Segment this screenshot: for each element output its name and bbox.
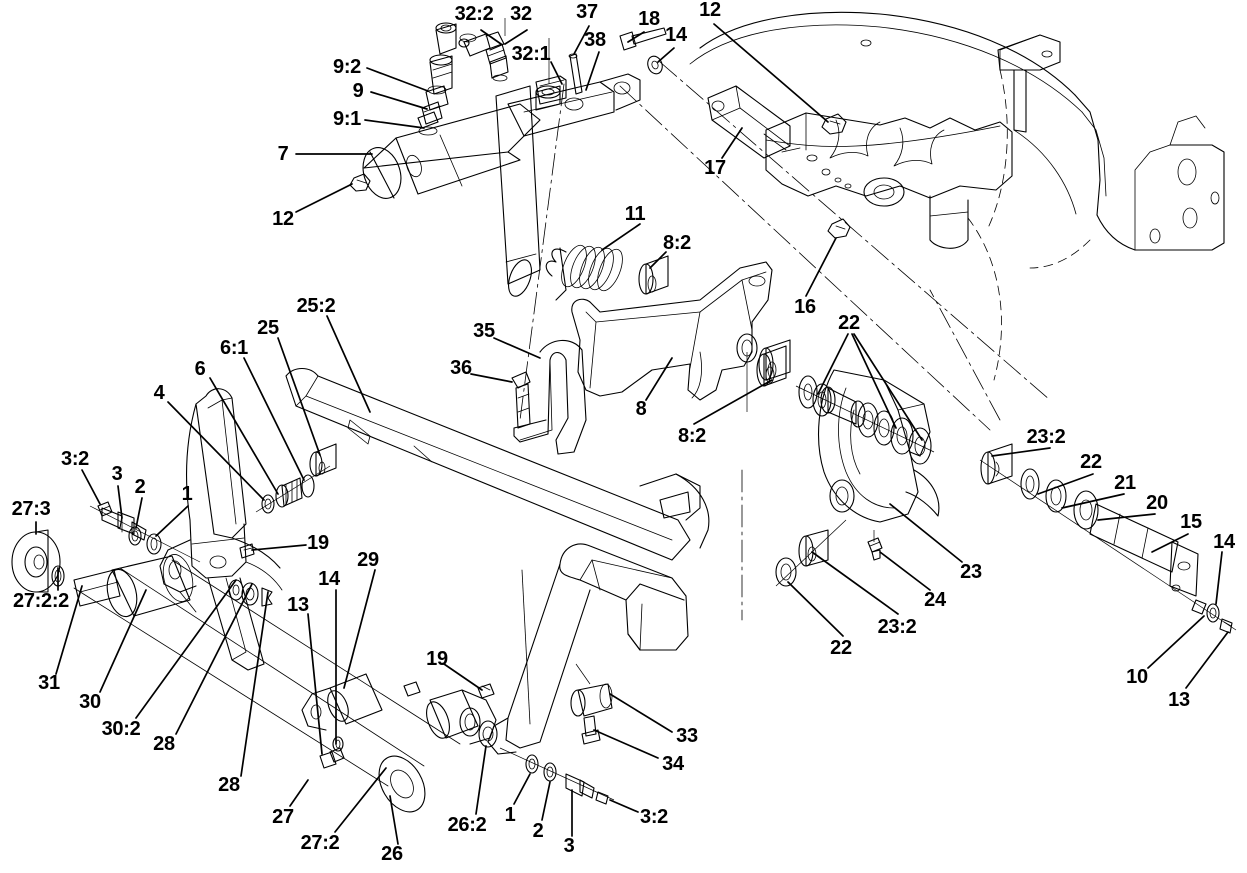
callout-27: 27 bbox=[272, 806, 294, 828]
callout-4: 4 bbox=[153, 382, 165, 404]
callout-30-2: 30:2 bbox=[101, 718, 141, 740]
callout-27-2-2: 27:2:2 bbox=[12, 590, 70, 612]
callout-8: 8 bbox=[635, 398, 647, 420]
callout-25-2: 25:2 bbox=[296, 295, 336, 317]
callout-10: 10 bbox=[1126, 666, 1148, 688]
callout-22: 22 bbox=[830, 637, 852, 659]
callout-11: 11 bbox=[624, 203, 646, 225]
callout-29: 29 bbox=[357, 549, 379, 571]
callout-12: 12 bbox=[272, 208, 294, 230]
leader-lines bbox=[35, 23, 1229, 845]
callout-1: 1 bbox=[504, 804, 516, 826]
callout-12: 12 bbox=[699, 0, 721, 21]
callout-28: 28 bbox=[153, 733, 175, 755]
callout-21: 21 bbox=[1114, 472, 1136, 494]
callout-38: 38 bbox=[584, 29, 606, 51]
callout-3: 3 bbox=[563, 835, 575, 857]
callout-20: 20 bbox=[1146, 492, 1168, 514]
spring-and-lever-group bbox=[495, 85, 787, 455]
callout-7: 7 bbox=[277, 143, 289, 165]
callout-23-2: 23:2 bbox=[877, 616, 917, 638]
main-lift-arm-group bbox=[159, 367, 710, 755]
callout-23-2: 23:2 bbox=[1026, 426, 1066, 448]
callout-14: 14 bbox=[665, 24, 687, 46]
callout-19: 19 bbox=[426, 648, 448, 670]
callout-15: 15 bbox=[1180, 511, 1202, 533]
callout-13: 13 bbox=[287, 594, 309, 616]
callout-36: 36 bbox=[450, 357, 472, 379]
callout-16: 16 bbox=[794, 296, 816, 318]
callout-13: 13 bbox=[1168, 689, 1190, 711]
callout-14: 14 bbox=[318, 568, 340, 590]
callout-1: 1 bbox=[181, 483, 193, 505]
callout-32: 32 bbox=[510, 3, 532, 25]
callout-14: 14 bbox=[1213, 531, 1235, 553]
callout-27-3: 27:3 bbox=[11, 498, 51, 520]
callout-22: 22 bbox=[1080, 451, 1102, 473]
left-hydraulic-cylinder-group bbox=[349, 18, 1051, 431]
callout-27-2: 27:2 bbox=[300, 832, 340, 854]
callout-9-1: 9:1 bbox=[332, 108, 362, 130]
callout-3: 3 bbox=[111, 463, 123, 485]
callout-32-1: 32:1 bbox=[511, 43, 551, 65]
callout-22: 22 bbox=[838, 312, 860, 334]
callout-9-2: 9:2 bbox=[332, 56, 362, 78]
hardware-left-stack bbox=[11, 443, 615, 813]
callout-8-2: 8:2 bbox=[677, 425, 707, 447]
callout-30: 30 bbox=[79, 691, 101, 713]
callout-37: 37 bbox=[576, 1, 598, 23]
callout-6-1: 6:1 bbox=[219, 337, 249, 359]
callout-2: 2 bbox=[134, 476, 146, 498]
callout-31: 31 bbox=[38, 672, 60, 694]
callout-28: 28 bbox=[218, 774, 240, 796]
callout-26-2: 26:2 bbox=[447, 814, 487, 836]
callout-18: 18 bbox=[638, 8, 660, 30]
callout-2: 2 bbox=[532, 820, 544, 842]
callout-3-2: 3:2 bbox=[639, 806, 669, 828]
tractor-frame-group bbox=[689, 11, 1225, 381]
callout-26: 26 bbox=[381, 843, 403, 865]
callout-9: 9 bbox=[352, 80, 364, 102]
right-bucket-pin-group bbox=[741, 289, 1237, 634]
callout-6: 6 bbox=[194, 358, 206, 380]
callout-25: 25 bbox=[257, 317, 279, 339]
callout-23: 23 bbox=[960, 561, 982, 583]
callout-34: 34 bbox=[662, 753, 684, 775]
callout-33: 33 bbox=[676, 725, 698, 747]
callout-24: 24 bbox=[924, 589, 946, 611]
callout-19: 19 bbox=[307, 532, 329, 554]
callout-35: 35 bbox=[473, 320, 495, 342]
callout-32-2: 32:2 bbox=[454, 3, 494, 25]
callout-3-2: 3:2 bbox=[60, 448, 90, 470]
callout-8-2: 8:2 bbox=[662, 232, 692, 254]
callout-17: 17 bbox=[704, 157, 726, 179]
